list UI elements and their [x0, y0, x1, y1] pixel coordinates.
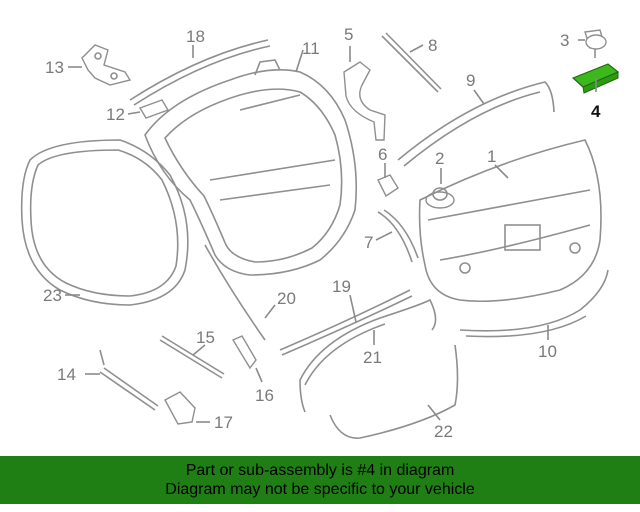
callout-5: 5: [344, 25, 353, 44]
part-17-latch: [164, 391, 196, 425]
callout-10: 10: [538, 342, 557, 361]
part-19-seal: [279, 289, 411, 351]
callout-12: 12: [106, 105, 125, 124]
banner-line-part: Part or sub-assembly is #4 in diagram: [185, 462, 455, 479]
part-14-strut: [99, 349, 159, 411]
callout-7: 7: [364, 233, 373, 252]
part-1-liftgate: [418, 139, 602, 303]
part-22-seal: [329, 344, 459, 439]
part-16-bracket: [231, 335, 257, 370]
callout-15: 15: [196, 328, 215, 347]
banner-line-disclaimer: Diagram may not be specific to your vehi…: [165, 481, 475, 498]
part-12-bracket: [138, 99, 170, 119]
callout-19: 19: [332, 277, 351, 296]
part-18-trim-strip: [129, 39, 269, 101]
part-23-window-seal: [20, 139, 189, 306]
callout-8: 8: [428, 36, 437, 55]
callout-21: 21: [363, 348, 382, 367]
callout-4: 4: [591, 102, 601, 121]
parts-diagram: 18 11 5 8 3 4 13 12 9 6 2 1 7 23 20 19 2…: [20, 25, 620, 441]
callout-22: 22: [434, 422, 453, 441]
part-21-glass-seal: [299, 298, 437, 413]
info-banner: Part or sub-assembly is #4 in diagram Di…: [0, 456, 640, 504]
part-11-liftgate-frame: [144, 59, 357, 276]
part-5-hinge-bracket: [343, 61, 386, 141]
callout-18: 18: [186, 27, 205, 46]
callout-6: 6: [378, 145, 387, 164]
part-3-bumper-stop: [584, 29, 607, 58]
part-10-weatherstrip: [459, 269, 609, 332]
part-6-hinge: [377, 174, 399, 198]
leader-lines: [65, 39, 597, 423]
callout-2: 2: [435, 149, 444, 168]
callout-14: 14: [57, 365, 76, 384]
part-13-hinge: [81, 44, 132, 86]
callout-23: 23: [43, 286, 62, 305]
part-7-trim: [377, 211, 413, 263]
callout-3: 3: [560, 31, 569, 50]
callout-9: 9: [466, 71, 475, 90]
callout-1: 1: [487, 147, 496, 166]
callout-11: 11: [302, 39, 320, 58]
part-8-strut: [381, 32, 442, 93]
part-4-highlighted: [571, 63, 620, 94]
part-9-spoiler: [397, 81, 555, 167]
part-20-weatherstrip: [204, 244, 266, 341]
callout-16: 16: [255, 386, 274, 405]
callout-20: 20: [277, 289, 296, 308]
callout-17: 17: [214, 413, 233, 432]
callout-13: 13: [45, 58, 64, 77]
